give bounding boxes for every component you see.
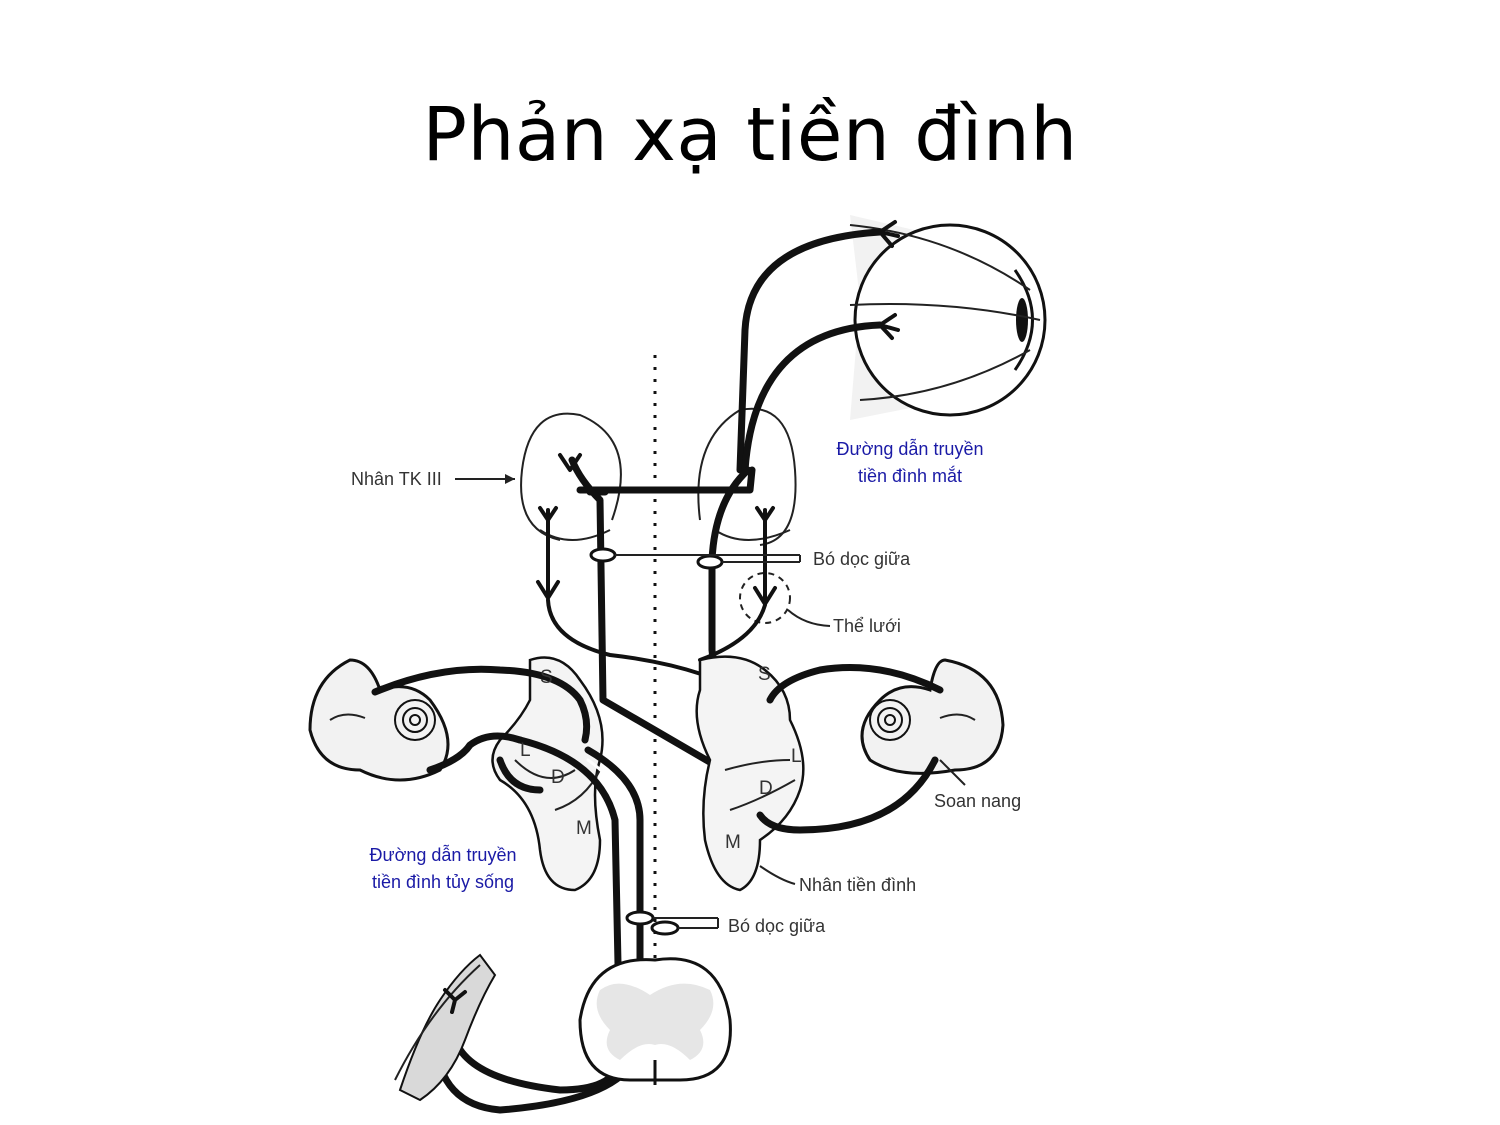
nucleus-letter-left-m: M — [576, 818, 592, 839]
label-reticular-formation: Thể lưới — [833, 616, 901, 636]
label-vestibulo-ocular-line2: tiền đình mắt — [858, 465, 962, 486]
vestibular-nuclei-left — [491, 656, 604, 892]
label-utricle: Soan nang — [934, 791, 1021, 811]
limb-muscle — [394, 953, 497, 1102]
label-mlf-lower: Bó dọc giữa — [728, 916, 826, 936]
inner-ear-right — [860, 658, 1005, 775]
nucleus-letter-left-l: L — [520, 740, 531, 761]
nucleus-letter-right-m: M — [725, 832, 741, 853]
label-vestibulo-ocular-line1: Đường dẫn truyền — [837, 438, 984, 459]
nucleus-letter-right-s: S — [758, 664, 771, 685]
reticular-formation-circle — [739, 572, 791, 624]
slide-title: Phản xạ tiền đình — [422, 92, 1078, 178]
nucleus-letter-left-d: D — [551, 767, 565, 788]
oculomotor-nucleus-left — [520, 412, 622, 541]
label-vestibular-nuclei: Nhân tiền đình — [799, 875, 916, 895]
spinal-cord-section — [578, 957, 732, 1085]
oculomotor-nucleus-right — [697, 407, 797, 546]
label-vestibulospinal-line1: Đường dẫn truyền — [370, 844, 517, 865]
label-oculomotor-nucleus: Nhân TK III — [351, 469, 442, 489]
nucleus-letter-left-s: S — [540, 667, 553, 688]
inner-ear-left — [308, 658, 450, 782]
vestibular-nuclei-right — [695, 655, 805, 892]
nucleus-letter-right-d: D — [759, 778, 773, 799]
label-mlf-upper: Bó dọc giữa — [813, 549, 911, 569]
nucleus-letter-right-l: L — [791, 746, 802, 767]
label-vestibulospinal-line2: tiền đình tủy sống — [372, 872, 514, 892]
eyeball — [849, 215, 1047, 420]
